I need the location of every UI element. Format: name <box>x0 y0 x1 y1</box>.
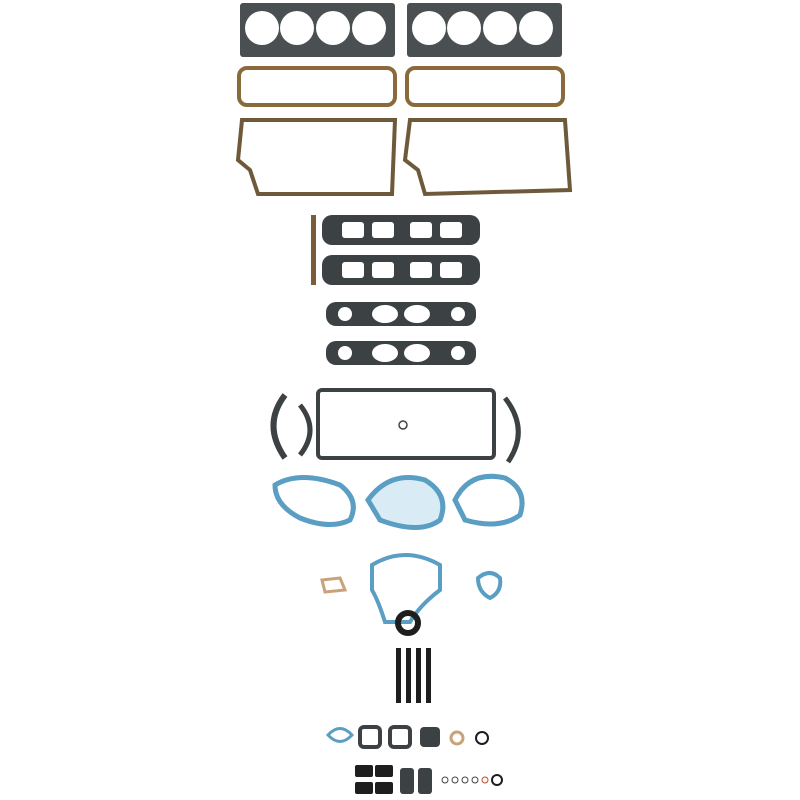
exhaust-gasket-bottom <box>326 341 476 365</box>
intake-strip <box>311 215 316 285</box>
water-pump-gasket-center <box>365 475 446 530</box>
exhaust-gasket-top <box>326 302 476 326</box>
valve-cover-gasket-left <box>237 66 397 107</box>
oil-pan-gasket-rear-seal <box>270 393 288 460</box>
rubber-seal-strips <box>396 648 431 703</box>
oil-pan-gasket-front-seal <box>503 396 521 464</box>
valve-cover-gasket-right <box>405 66 565 107</box>
water-pump-gasket-right <box>452 473 525 527</box>
timing-seal <box>395 610 421 636</box>
fuel-pump-gasket <box>475 571 503 601</box>
thermostat-gasket <box>320 576 348 594</box>
head-gasket-left <box>240 3 395 57</box>
o-ring <box>398 420 408 430</box>
cork-gasket-right <box>402 118 573 197</box>
intake-gasket-top <box>322 215 480 245</box>
water-pump-gasket-left <box>272 475 356 527</box>
cork-gasket-left <box>235 118 398 196</box>
oil-pan-gasket <box>316 388 496 460</box>
oil-pan-gasket-side-left <box>297 403 313 457</box>
head-gasket-right <box>407 3 562 57</box>
intake-gasket-bottom <box>322 255 480 285</box>
small-gaskets <box>325 725 503 794</box>
timing-cover-gasket <box>370 553 442 624</box>
